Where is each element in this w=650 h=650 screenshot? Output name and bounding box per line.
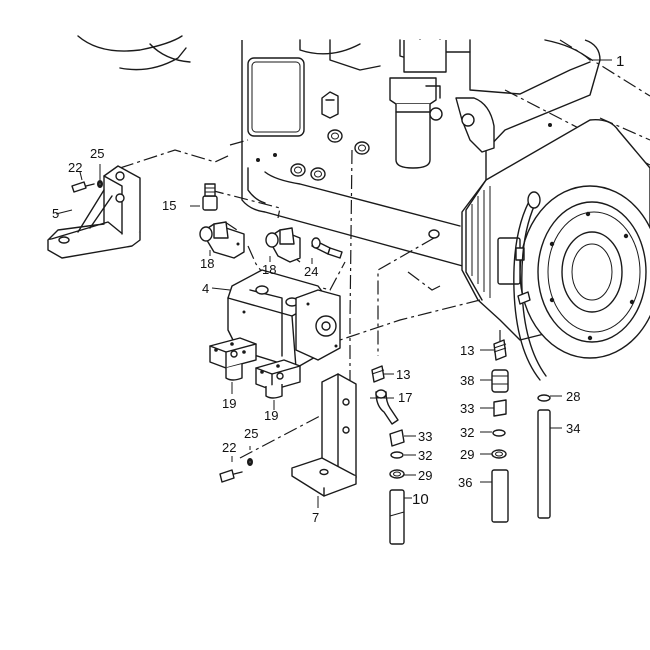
callout-7: 7 xyxy=(312,510,319,525)
part-18-elbow-right xyxy=(265,227,301,263)
callout-22-lower: 22 xyxy=(222,440,236,455)
callout-19-left: 19 xyxy=(222,396,236,411)
bolt-22-washer-25-upper xyxy=(71,180,103,193)
callout-25-lower: 25 xyxy=(244,426,258,441)
hose-stack-middle xyxy=(371,365,405,545)
part-19-flange-left xyxy=(209,337,257,381)
callout-32-middle: 32 xyxy=(418,448,432,463)
flywheel-housing xyxy=(461,39,650,381)
callout-33-middle: 33 xyxy=(418,429,432,444)
callout-34: 34 xyxy=(566,421,580,436)
engine-ports xyxy=(256,123,552,239)
part-5-bracket xyxy=(47,165,141,259)
callout-18-right: 18 xyxy=(262,262,276,277)
callout-4: 4 xyxy=(202,281,209,296)
part-24-pin xyxy=(311,237,343,259)
hose-stack-right xyxy=(491,339,509,523)
callout-1: 1 xyxy=(616,53,624,70)
callout-22-upper: 22 xyxy=(68,160,82,175)
callout-32-right: 32 xyxy=(460,425,474,440)
callout-5: 5 xyxy=(52,206,59,221)
callout-19-right: 19 xyxy=(264,408,278,423)
callout-18-left: 18 xyxy=(200,256,214,271)
callout-28: 28 xyxy=(566,389,580,404)
callout-15: 15 xyxy=(162,198,176,213)
callout-13-right: 13 xyxy=(460,343,474,358)
callout-36: 36 xyxy=(458,475,472,490)
bolt-22-washer-25-lower xyxy=(219,458,253,483)
callout-10: 10 xyxy=(412,491,429,508)
callout-33-right: 33 xyxy=(460,401,474,416)
engine-inspection-cover xyxy=(247,57,305,137)
leader-lines xyxy=(55,59,612,508)
part-18-elbow-left xyxy=(199,221,245,259)
callout-13-middle: 13 xyxy=(396,367,410,382)
part-15-fitting xyxy=(202,183,218,211)
partial-cover-fragment xyxy=(77,35,191,71)
callout-labels: 1 22 25 5 15 18 18 24 4 19 19 22 25 7 13… xyxy=(52,53,624,525)
callout-24: 24 xyxy=(304,264,318,279)
fuel-filter xyxy=(389,40,495,169)
callout-29-right: 29 xyxy=(460,447,474,462)
part-19-flange-right xyxy=(255,359,301,399)
part-7-angle-bracket xyxy=(291,373,357,497)
callout-38: 38 xyxy=(460,373,474,388)
callout-29-middle: 29 xyxy=(418,468,432,483)
callout-17: 17 xyxy=(398,390,412,405)
part-28-34-tube xyxy=(537,394,551,519)
callout-25-upper: 25 xyxy=(90,146,104,161)
